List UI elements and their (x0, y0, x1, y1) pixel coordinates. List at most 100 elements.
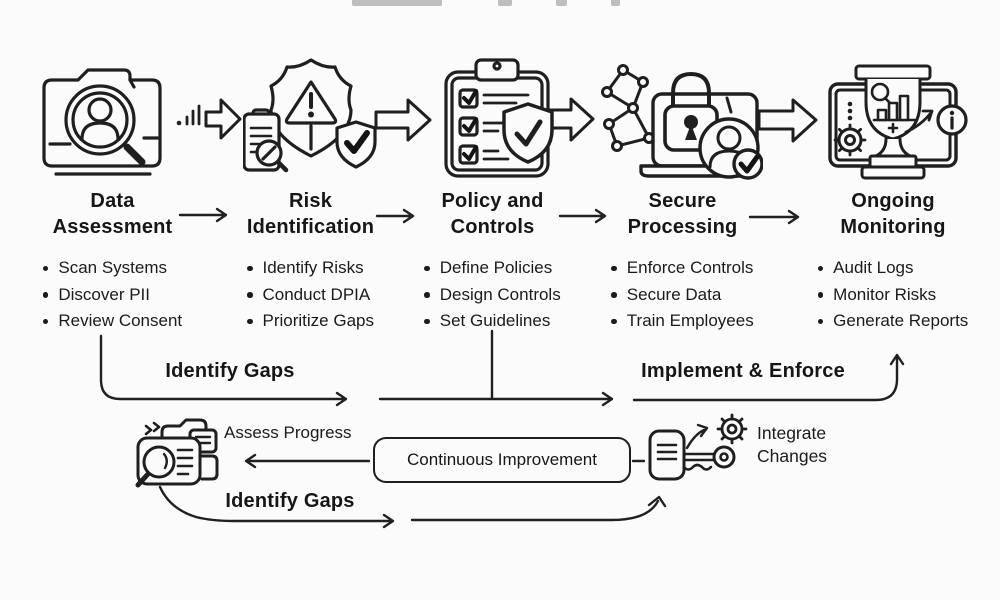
arrow-assess-progress (244, 453, 371, 469)
bullet-dot (817, 265, 824, 271)
bullet-item: Conduct DPIA (247, 282, 374, 309)
bullet-text: Generate Reports (833, 311, 969, 330)
stage-title: Secure Processing (585, 188, 780, 240)
stage-title-line: Assessment (52, 216, 173, 238)
stage-title: Risk Identification (213, 188, 408, 240)
continuous-improvement-label: Continuous Improvement (407, 450, 597, 469)
arrow-title-1-2 (178, 207, 228, 223)
stage-bullets: Scan Systems Discover PII Review Consent (42, 255, 183, 335)
integrate-changes-label: Integrate Changes (757, 422, 867, 468)
bullet-item: Scan Systems (42, 255, 182, 282)
bullet-item: Secure Data (611, 282, 753, 309)
continuous-improvement-box: Continuous Improvement (373, 437, 631, 483)
bullet-dot (247, 292, 253, 298)
stage-bullets: Define Policies Design Controls Set Guid… (424, 255, 561, 335)
bullet-text: Discover PII (58, 284, 150, 304)
bullet-text: Train Employees (626, 311, 754, 330)
block-arrow-1 (204, 98, 242, 140)
bullet-item: Generate Reports (817, 308, 969, 335)
bullet-item: Discover PII (42, 282, 182, 309)
bullet-dot (817, 318, 824, 324)
bullet-dot (42, 318, 49, 324)
bullet-dot (817, 292, 824, 298)
bullet-dot (424, 318, 430, 324)
stage-ongoing-monitoring: Ongoing Monitoring Audit Logs Monitor Ri… (795, 188, 991, 335)
lock-laptop-icon (601, 64, 763, 180)
bullet-item: Identify Risks (247, 255, 374, 282)
stage-policy-controls: Policy and Controls Define Policies Desi… (395, 188, 590, 335)
arrow-loop-return-up (410, 495, 667, 522)
bullet-dot (42, 265, 49, 271)
shield-alert-icon (243, 58, 377, 173)
stage-title-line: Policy and (441, 190, 544, 212)
bullet-item: Train Employees (611, 308, 754, 335)
block-arrow-4 (757, 98, 818, 143)
arrow-title-3-4 (558, 208, 607, 224)
monitor-trophy-icon (828, 64, 968, 180)
arrow-doc-to-gear (685, 423, 709, 450)
cropped-title-remnant (556, 0, 567, 6)
bullet-dot (247, 318, 253, 324)
integrate-changes-line: Changes (757, 446, 828, 466)
bullet-item: Design Controls (424, 282, 561, 309)
stage-risk-identification: Risk Identification Identify Risks Condu… (213, 188, 408, 335)
cropped-title-remnant (352, 0, 442, 6)
folder-search-icon (42, 68, 162, 176)
bullet-dot (424, 292, 430, 298)
bullet-item: Prioritize Gaps (247, 308, 374, 335)
bullet-dot (42, 292, 49, 298)
bullet-item: Define Policies (424, 255, 560, 282)
signal-bars-icon (185, 104, 201, 126)
bullet-text: Scan Systems (58, 258, 168, 277)
bullet-text: Identify Risks (262, 258, 364, 277)
stage-bullets: Audit Logs Monitor Risks Generate Report… (817, 255, 969, 335)
stage-title-line: Processing (627, 216, 738, 238)
block-arrow-2 (374, 98, 432, 142)
cropped-title-remnant (611, 0, 620, 6)
bullet-dot (611, 265, 617, 271)
bullet-dot (247, 265, 253, 271)
arrow-title-4-5 (748, 209, 800, 225)
clipboard-checklist-icon (444, 58, 554, 178)
stage-secure-processing: Secure Processing Enforce Controls Secur… (585, 188, 780, 335)
document-key-icon (648, 429, 736, 481)
implement-enforce-label: Implement & Enforce (641, 360, 845, 382)
stage-title-line: Risk (288, 190, 333, 212)
signal-dot (176, 120, 182, 126)
bullet-item: Monitor Risks (817, 282, 969, 309)
bullet-text: Conduct DPIA (262, 284, 371, 304)
bullet-dot (611, 292, 617, 298)
identify-gaps-bottom-label: Identify Gaps (225, 490, 355, 512)
bullet-text: Audit Logs (833, 258, 914, 277)
assess-documents-icon (135, 418, 219, 488)
bullet-text: Review Consent (58, 311, 183, 330)
arrow-implement-enforce (632, 353, 905, 402)
stage-title-line: Secure (648, 190, 717, 212)
stage-title-line: Identification (246, 216, 375, 238)
gear-icon (716, 413, 748, 445)
arrow-title-2-3 (375, 208, 415, 224)
stage-title-line: Ongoing (851, 190, 935, 212)
bullet-text: Secure Data (626, 284, 722, 304)
stage-title-line: Data (90, 190, 135, 212)
bullet-text: Enforce Controls (626, 258, 754, 277)
stage-title-line: Controls (450, 216, 535, 238)
bullet-text: Define Policies (439, 258, 553, 277)
integrate-changes-line: Integrate (757, 423, 827, 443)
stage-bullets: Enforce Controls Secure Data Train Emplo… (611, 255, 754, 335)
bullet-dot (424, 265, 430, 271)
arrow-identify-gaps-bottom (158, 485, 395, 529)
bullet-item: Audit Logs (817, 255, 969, 282)
identify-gaps-top-label: Identify Gaps (165, 360, 295, 382)
stage-title-line: Monitoring (840, 216, 946, 238)
bullet-dot (611, 318, 617, 324)
stage-title: Data Assessment (15, 188, 210, 240)
cropped-title-remnant (498, 0, 512, 6)
stage-title: Ongoing Monitoring (795, 188, 991, 240)
assess-progress-label: Assess Progress (224, 423, 352, 442)
bullet-text: Prioritize Gaps (262, 311, 374, 330)
arrow-identify-gaps-top (99, 334, 348, 407)
bullet-item: Review Consent (42, 308, 183, 335)
stage-data-assessment: Data Assessment Scan Systems Discover PI… (15, 188, 210, 335)
